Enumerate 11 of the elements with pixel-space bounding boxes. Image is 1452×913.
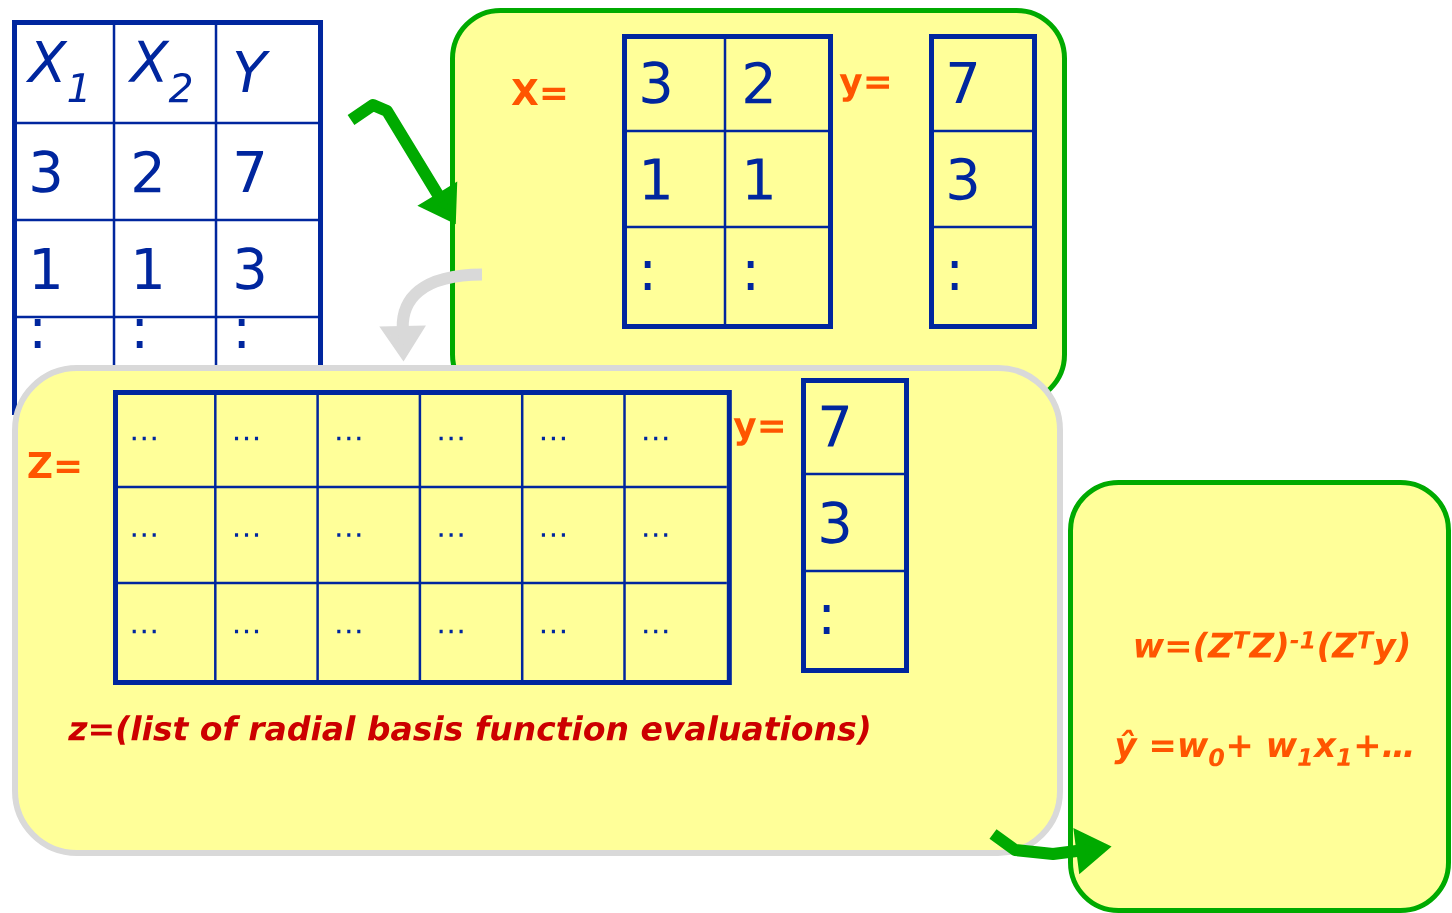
matrix-label: Z= [28,451,80,479]
table: 7 3 : [801,378,909,673]
matrix-label: y= [839,74,889,102]
caption-text: z=(list of radial basis function evaluations) [68,715,869,745]
table: 3 2 1 1 : : [622,34,833,329]
formula: ŷ =w$_{0}$+ w$_{1}$x$_{1}$+… [1114,729,1412,767]
table: 7 3 : [929,34,1037,329]
matrix-label: X= [511,78,566,106]
matrix-label: y= [733,418,783,446]
formula: w=(Z$^{T}$Z)$^{-1}$(Z$^{T}$y) [1135,631,1409,665]
table: … … … … … … … … … … … … … … … … … … [113,390,732,685]
